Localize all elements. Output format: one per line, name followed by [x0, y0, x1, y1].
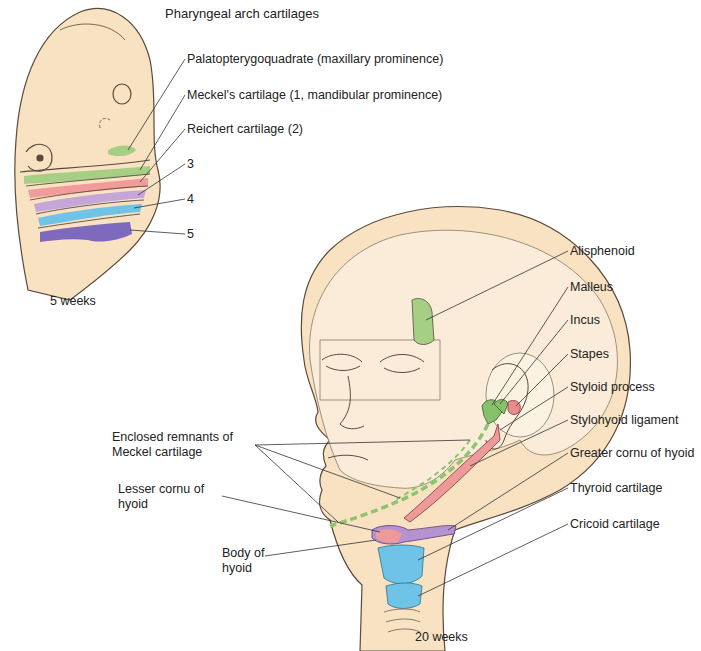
figure-title: Pharyngeal arch cartilages [165, 6, 425, 21]
part-label: Lesser cornu of hyoid [118, 482, 218, 512]
callout-number: 4 [187, 192, 217, 207]
arch-grooves [26, 174, 150, 228]
part-label: Palatopterygoquadrate (maxillary promine… [187, 52, 487, 67]
part-label: Thyroid cartilage [570, 481, 701, 496]
embryo-5-weeks [15, 9, 160, 300]
part-label: Stapes [570, 347, 700, 362]
callout-number: 5 [187, 227, 217, 242]
part-label: Greater cornu of hyoid [570, 446, 701, 461]
part-label: Cricoid cartilage [570, 517, 701, 532]
callout-number: 3 [187, 157, 217, 172]
part-label: Alisphenoid [570, 244, 700, 259]
face-features [322, 354, 528, 460]
arch-cartilages-embryo [24, 146, 150, 243]
leader-lines-fetus [222, 251, 568, 596]
leader-lines-embryo [128, 59, 185, 234]
part-label: Incus [570, 313, 700, 328]
part-label: Reichert cartilage (2) [187, 122, 437, 137]
part-label: Malleus [570, 280, 700, 295]
stage-label: 5 weeks [50, 294, 150, 309]
part-label: Meckel's cartilage (1, mandibular promin… [187, 88, 487, 103]
part-label: Styloid process [570, 380, 700, 395]
cartilages-fetus [330, 299, 520, 633]
part-label: Body of hyoid [222, 546, 282, 576]
part-label: Stylohyoid ligament [570, 413, 701, 428]
fetus-20-weeks [301, 207, 630, 651]
part-label: Enclosed remnants of Meckel cartilage [112, 430, 254, 460]
stage-label: 20 weeks [415, 630, 515, 645]
